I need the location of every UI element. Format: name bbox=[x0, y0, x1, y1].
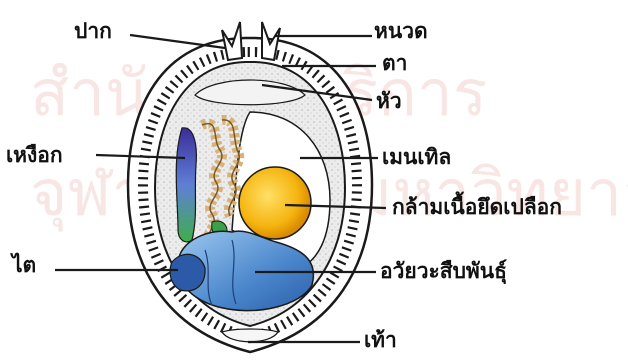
kidney-organ bbox=[170, 254, 205, 291]
label-mantle: เมนเทิล bbox=[382, 147, 451, 168]
label-eye: ตา bbox=[382, 53, 407, 74]
label-reproductive: อวัยวะสืบพันธุ์ bbox=[380, 261, 507, 282]
label-mouth: ปาก bbox=[74, 21, 112, 42]
shell-muscle bbox=[239, 167, 311, 239]
gill-organ bbox=[176, 128, 196, 242]
label-head: หัว bbox=[376, 91, 402, 112]
label-kidney: ไต bbox=[12, 255, 36, 276]
label-tentacle: หนวด bbox=[374, 21, 428, 42]
label-shell-muscle: กล้ามเนื้อยึดเปลือก bbox=[392, 197, 562, 218]
leader-mouth bbox=[130, 35, 225, 48]
label-foot: เท้า bbox=[364, 330, 397, 351]
label-gill: เหงือก bbox=[6, 145, 63, 166]
